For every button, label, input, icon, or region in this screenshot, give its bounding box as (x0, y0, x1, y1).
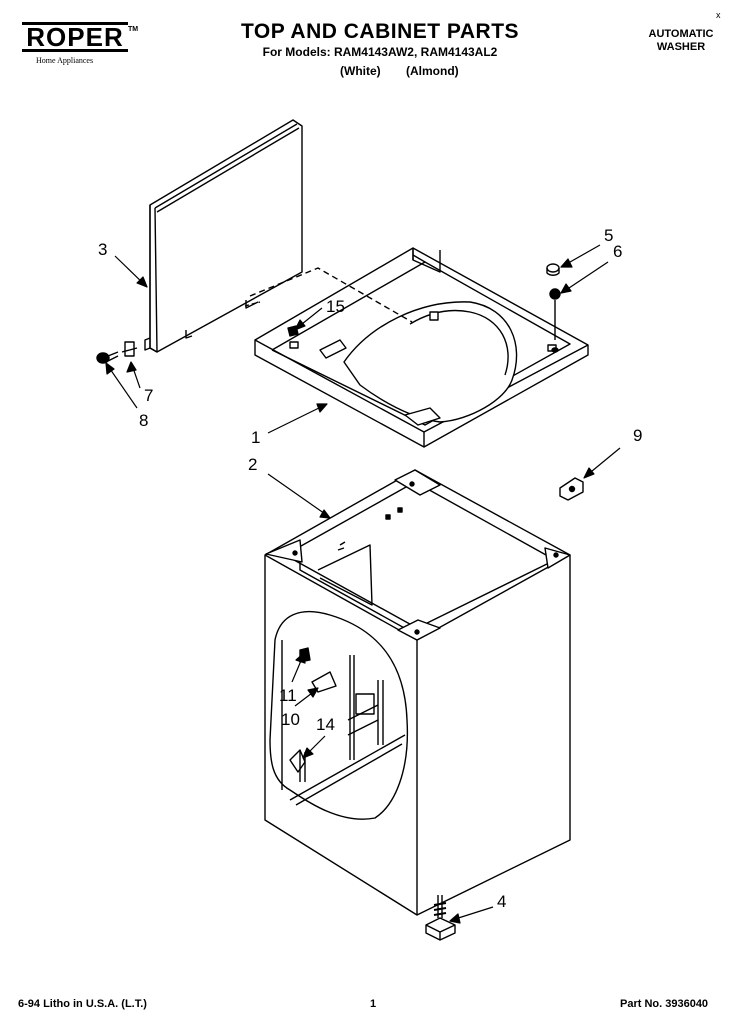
product-type: AUTOMATIC WASHER (636, 28, 726, 54)
product-type-line1: AUTOMATIC (648, 28, 714, 40)
callout-7: 7 (144, 386, 154, 405)
callout-8: 8 (139, 411, 149, 430)
product-type-line2: WASHER (656, 41, 706, 53)
litho-info: 6-94 Litho in U.S.A. (L.T.) (18, 998, 147, 1010)
part-number: Part No. 3936040 (620, 998, 709, 1010)
part-9-bracket (559, 477, 584, 501)
callout-5: 5 (604, 226, 614, 245)
model-colors: (White) (Almond) (340, 64, 481, 78)
page-title: TOP AND CABINET PARTS (240, 20, 520, 43)
brand-logo: ROPER (26, 22, 124, 52)
part-5-bumper (546, 263, 560, 276)
part-8-screw (96, 351, 119, 364)
part-2-cabinet (264, 469, 571, 916)
part-7-hinge-pin (121, 341, 138, 357)
callout-15: 15 (326, 297, 345, 316)
callout-6: 6 (613, 242, 623, 261)
callout-3: 3 (98, 240, 108, 259)
callout-2: 2 (248, 455, 258, 474)
callout-4: 4 (497, 892, 507, 911)
leader-lines (105, 244, 621, 924)
callout-10: 10 (281, 710, 300, 729)
callout-1: 1 (251, 428, 261, 447)
callout-9: 9 (633, 426, 643, 445)
brand-trademark: TM (128, 26, 139, 33)
brand-logo-box (22, 22, 128, 52)
callout-11: 11 (279, 686, 297, 705)
part-4-leveling-leg (425, 895, 456, 941)
brand-subtitle: Home Appliances (36, 56, 94, 65)
color-white-label: (White) (340, 64, 381, 78)
part-3-lid (144, 119, 303, 353)
callout-14: 14 (316, 715, 335, 734)
part-6-screw (549, 288, 561, 353)
model-numbers: For Models: RAM4143AW2, RAM4143AL2 (262, 45, 498, 59)
color-almond-label: (Almond) (406, 64, 459, 78)
part-1-top-panel (244, 247, 589, 448)
corner-mark: x (716, 10, 721, 20)
page-number: 1 (370, 998, 377, 1010)
